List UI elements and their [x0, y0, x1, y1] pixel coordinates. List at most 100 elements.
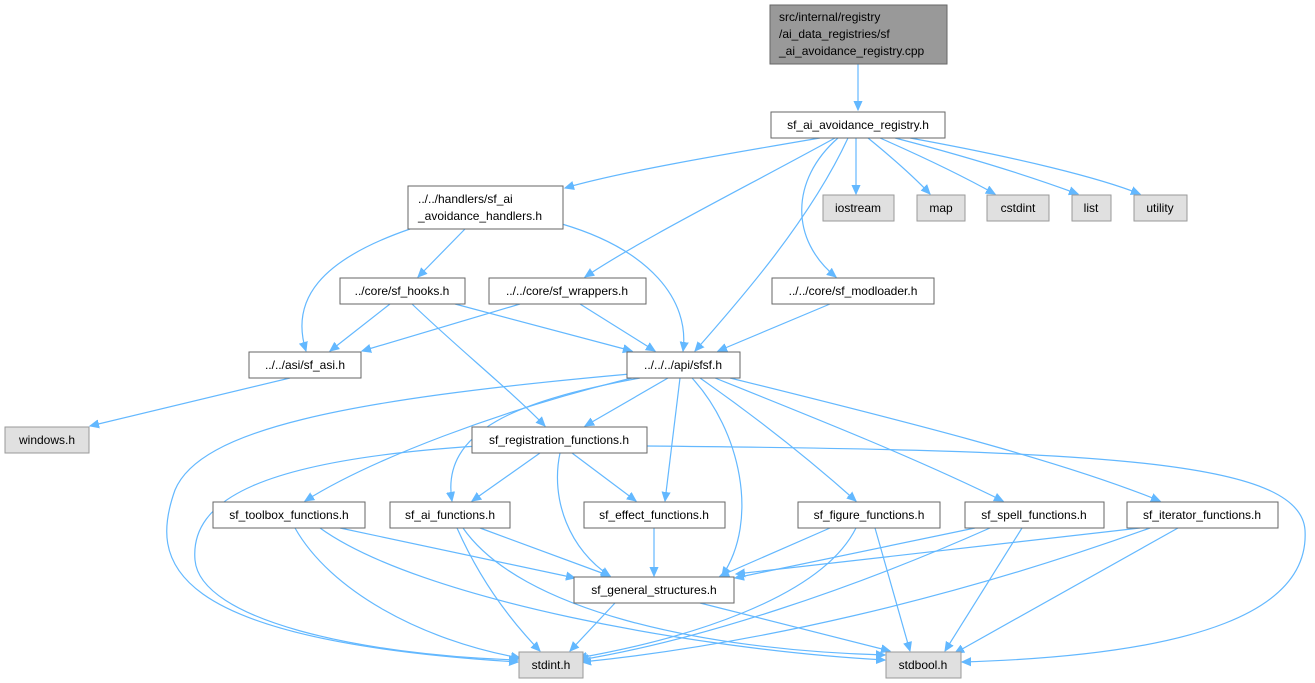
- edge-registration-to-general: [556, 452, 610, 576]
- edge-registry-to-sfsf: [695, 137, 849, 351]
- node-iterator-functions-h[interactable]: sf_iterator_functions.h: [1126, 501, 1279, 529]
- edge-registry-to-list: [894, 137, 1078, 194]
- edge-figure-to-general: [720, 527, 831, 576]
- edge-registry-to-cstdint: [879, 137, 995, 194]
- node-label: sf_ai_avoidance_registry.h: [787, 118, 929, 132]
- edge-handlers-to-hooks: [418, 228, 466, 277]
- node-label: ../../core/sf_modloader.h: [789, 284, 918, 298]
- edge-sfsf-to-ai-functions: [451, 377, 641, 501]
- node-sfsf-h[interactable]: ../../../api/sfsf.h: [626, 351, 741, 379]
- edge-wrappers-to-sfsf: [579, 303, 655, 351]
- node-stdint-h[interactable]: stdint.h: [518, 651, 584, 679]
- edge-ai-to-stdbool: [462, 527, 885, 655]
- node-label: sf_effect_functions.h: [599, 508, 709, 522]
- edge-iterator-to-stdbool: [955, 527, 1179, 653]
- edge-general-to-stdbool: [699, 602, 890, 651]
- edge-hooks-to-registration: [411, 303, 545, 426]
- node-map[interactable]: map: [916, 194, 966, 222]
- edge-sfsf-to-stdint: [166, 373, 631, 662]
- edge-iterator-to-general: [736, 527, 1141, 574]
- node-label: sf_toolbox_functions.h: [229, 508, 348, 522]
- node-label: sf_ai_functions.h: [405, 508, 495, 522]
- node-cstdint[interactable]: cstdint: [986, 194, 1050, 222]
- edge-registration-to-effect: [571, 452, 636, 501]
- node-label: sf_registration_functions.h: [489, 433, 629, 447]
- node-figure-functions-h[interactable]: sf_figure_functions.h: [797, 501, 941, 529]
- edge-sfsf-to-iterator: [729, 377, 1160, 501]
- edge-registry-to-utility: [909, 137, 1140, 194]
- edge-handlers-to-sfsf: [561, 223, 684, 351]
- edge-ai-to-stdint: [456, 527, 540, 651]
- node-label: iostream: [835, 201, 881, 215]
- edge-toolbox-to-stdint: [294, 527, 520, 658]
- edges: [90, 64, 1306, 662]
- node-ai-functions-h[interactable]: sf_ai_functions.h: [389, 501, 511, 529]
- root-label-line2: /ai_data_registries/sf: [779, 27, 890, 41]
- nodes: src/internal/registry /ai_data_registrie…: [4, 4, 1279, 679]
- node-iostream[interactable]: iostream: [822, 194, 895, 222]
- edge-asi-to-windows: [90, 377, 291, 426]
- node-label: ../../asi/sf_asi.h: [265, 358, 345, 372]
- node-windows-h[interactable]: windows.h: [4, 426, 90, 454]
- edge-toolbox-to-general: [339, 527, 575, 578]
- node-label: sf_spell_functions.h: [981, 508, 1086, 522]
- edge-handlers-to-asi: [302, 228, 411, 351]
- node-root-cpp[interactable]: src/internal/registry /ai_data_registrie…: [769, 4, 948, 65]
- node-label: list: [1084, 201, 1099, 215]
- node-label: windows.h: [18, 433, 75, 447]
- node-sf-wrappers-h[interactable]: ../../core/sf_wrappers.h: [488, 277, 647, 305]
- node-general-structures-h[interactable]: sf_general_structures.h: [573, 576, 735, 604]
- edge-hooks-to-sfsf: [454, 303, 632, 351]
- edge-registration-to-stdbool: [644, 445, 1306, 662]
- node-effect-functions-h[interactable]: sf_effect_functions.h: [583, 501, 726, 529]
- node-registration-functions-h[interactable]: sf_registration_functions.h: [471, 426, 648, 454]
- edge-spell-to-stdint: [580, 527, 991, 660]
- node-sf-modloader-h[interactable]: ../../core/sf_modloader.h: [771, 277, 935, 305]
- node-stdbool-h[interactable]: stdbool.h: [885, 651, 962, 679]
- node-label: ../../../api/sfsf.h: [644, 358, 722, 372]
- node-label: stdint.h: [532, 658, 571, 672]
- edge-registration-to-ai-functions: [472, 452, 541, 501]
- edge-figure-to-stdbool: [874, 527, 910, 651]
- node-label: ../core/sf_hooks.h: [355, 284, 450, 298]
- edge-sfsf-to-effect: [665, 377, 681, 501]
- edge-registry-to-wrappers: [585, 137, 836, 277]
- node-avoidance-registry-h[interactable]: sf_ai_avoidance_registry.h: [770, 111, 946, 139]
- node-utility[interactable]: utility: [1133, 194, 1188, 222]
- edge-registry-to-map: [867, 137, 930, 194]
- edge-ai-to-general: [479, 527, 610, 576]
- edge-wrappers-to-asi: [362, 303, 521, 351]
- node-label-line1: ../../handlers/sf_ai: [418, 192, 513, 206]
- node-sf-asi-h[interactable]: ../../asi/sf_asi.h: [248, 351, 362, 379]
- edge-hooks-to-asi: [330, 303, 391, 351]
- edge-sfsf-to-figure: [699, 377, 856, 501]
- node-label: ../../core/sf_wrappers.h: [506, 284, 628, 298]
- node-label: cstdint: [1001, 201, 1036, 215]
- edge-registry-to-handlers: [565, 137, 821, 188]
- edge-iterator-to-stdint: [582, 527, 1151, 662]
- edge-spell-to-stdbool: [945, 527, 1023, 651]
- edge-sfsf-to-general: [691, 377, 743, 576]
- node-label: sf_iterator_functions.h: [1143, 508, 1261, 522]
- node-spell-functions-h[interactable]: sf_spell_functions.h: [964, 501, 1105, 529]
- root-label-line3: _ai_avoidance_registry.cpp: [778, 44, 925, 58]
- node-label: map: [929, 201, 953, 215]
- node-label-line2: _avoidance_handlers.h: [417, 209, 542, 223]
- node-sf-hooks-h[interactable]: ../core/sf_hooks.h: [339, 277, 466, 305]
- node-label: sf_general_structures.h: [591, 583, 716, 597]
- node-toolbox-functions-h[interactable]: sf_toolbox_functions.h: [212, 501, 366, 529]
- root-label-line1: src/internal/registry: [779, 10, 880, 24]
- node-label: utility: [1146, 201, 1173, 215]
- edge-sfsf-to-toolbox: [305, 377, 633, 501]
- node-label: stdbool.h: [899, 658, 948, 672]
- node-handlers-h[interactable]: ../../handlers/sf_ai _avoidance_handlers…: [407, 185, 564, 230]
- edge-sfsf-to-registration: [585, 377, 669, 426]
- node-label: sf_figure_functions.h: [814, 508, 925, 522]
- edge-registry-to-modloader: [801, 137, 839, 277]
- node-list[interactable]: list: [1071, 194, 1112, 222]
- edge-general-to-stdint: [570, 602, 616, 651]
- edge-modloader-to-sfsf: [718, 303, 831, 351]
- edge-registration-to-stdint: [194, 445, 518, 660]
- edge-sfsf-to-spell: [714, 377, 1003, 501]
